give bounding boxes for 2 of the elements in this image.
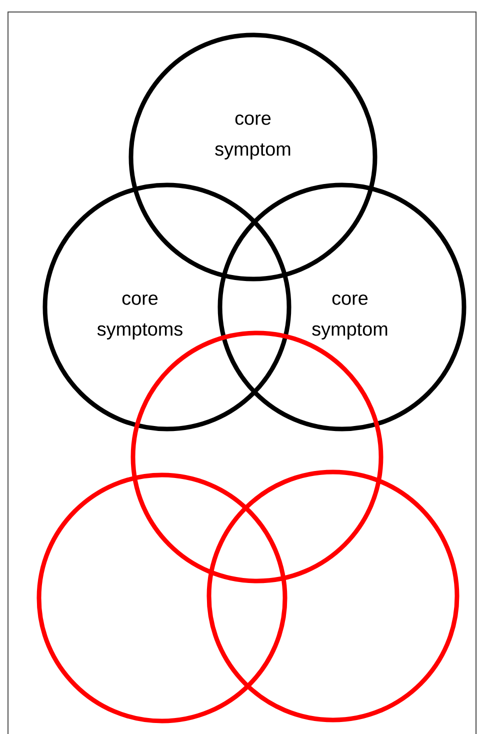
circle <box>206 470 460 722</box>
circle <box>36 472 288 724</box>
